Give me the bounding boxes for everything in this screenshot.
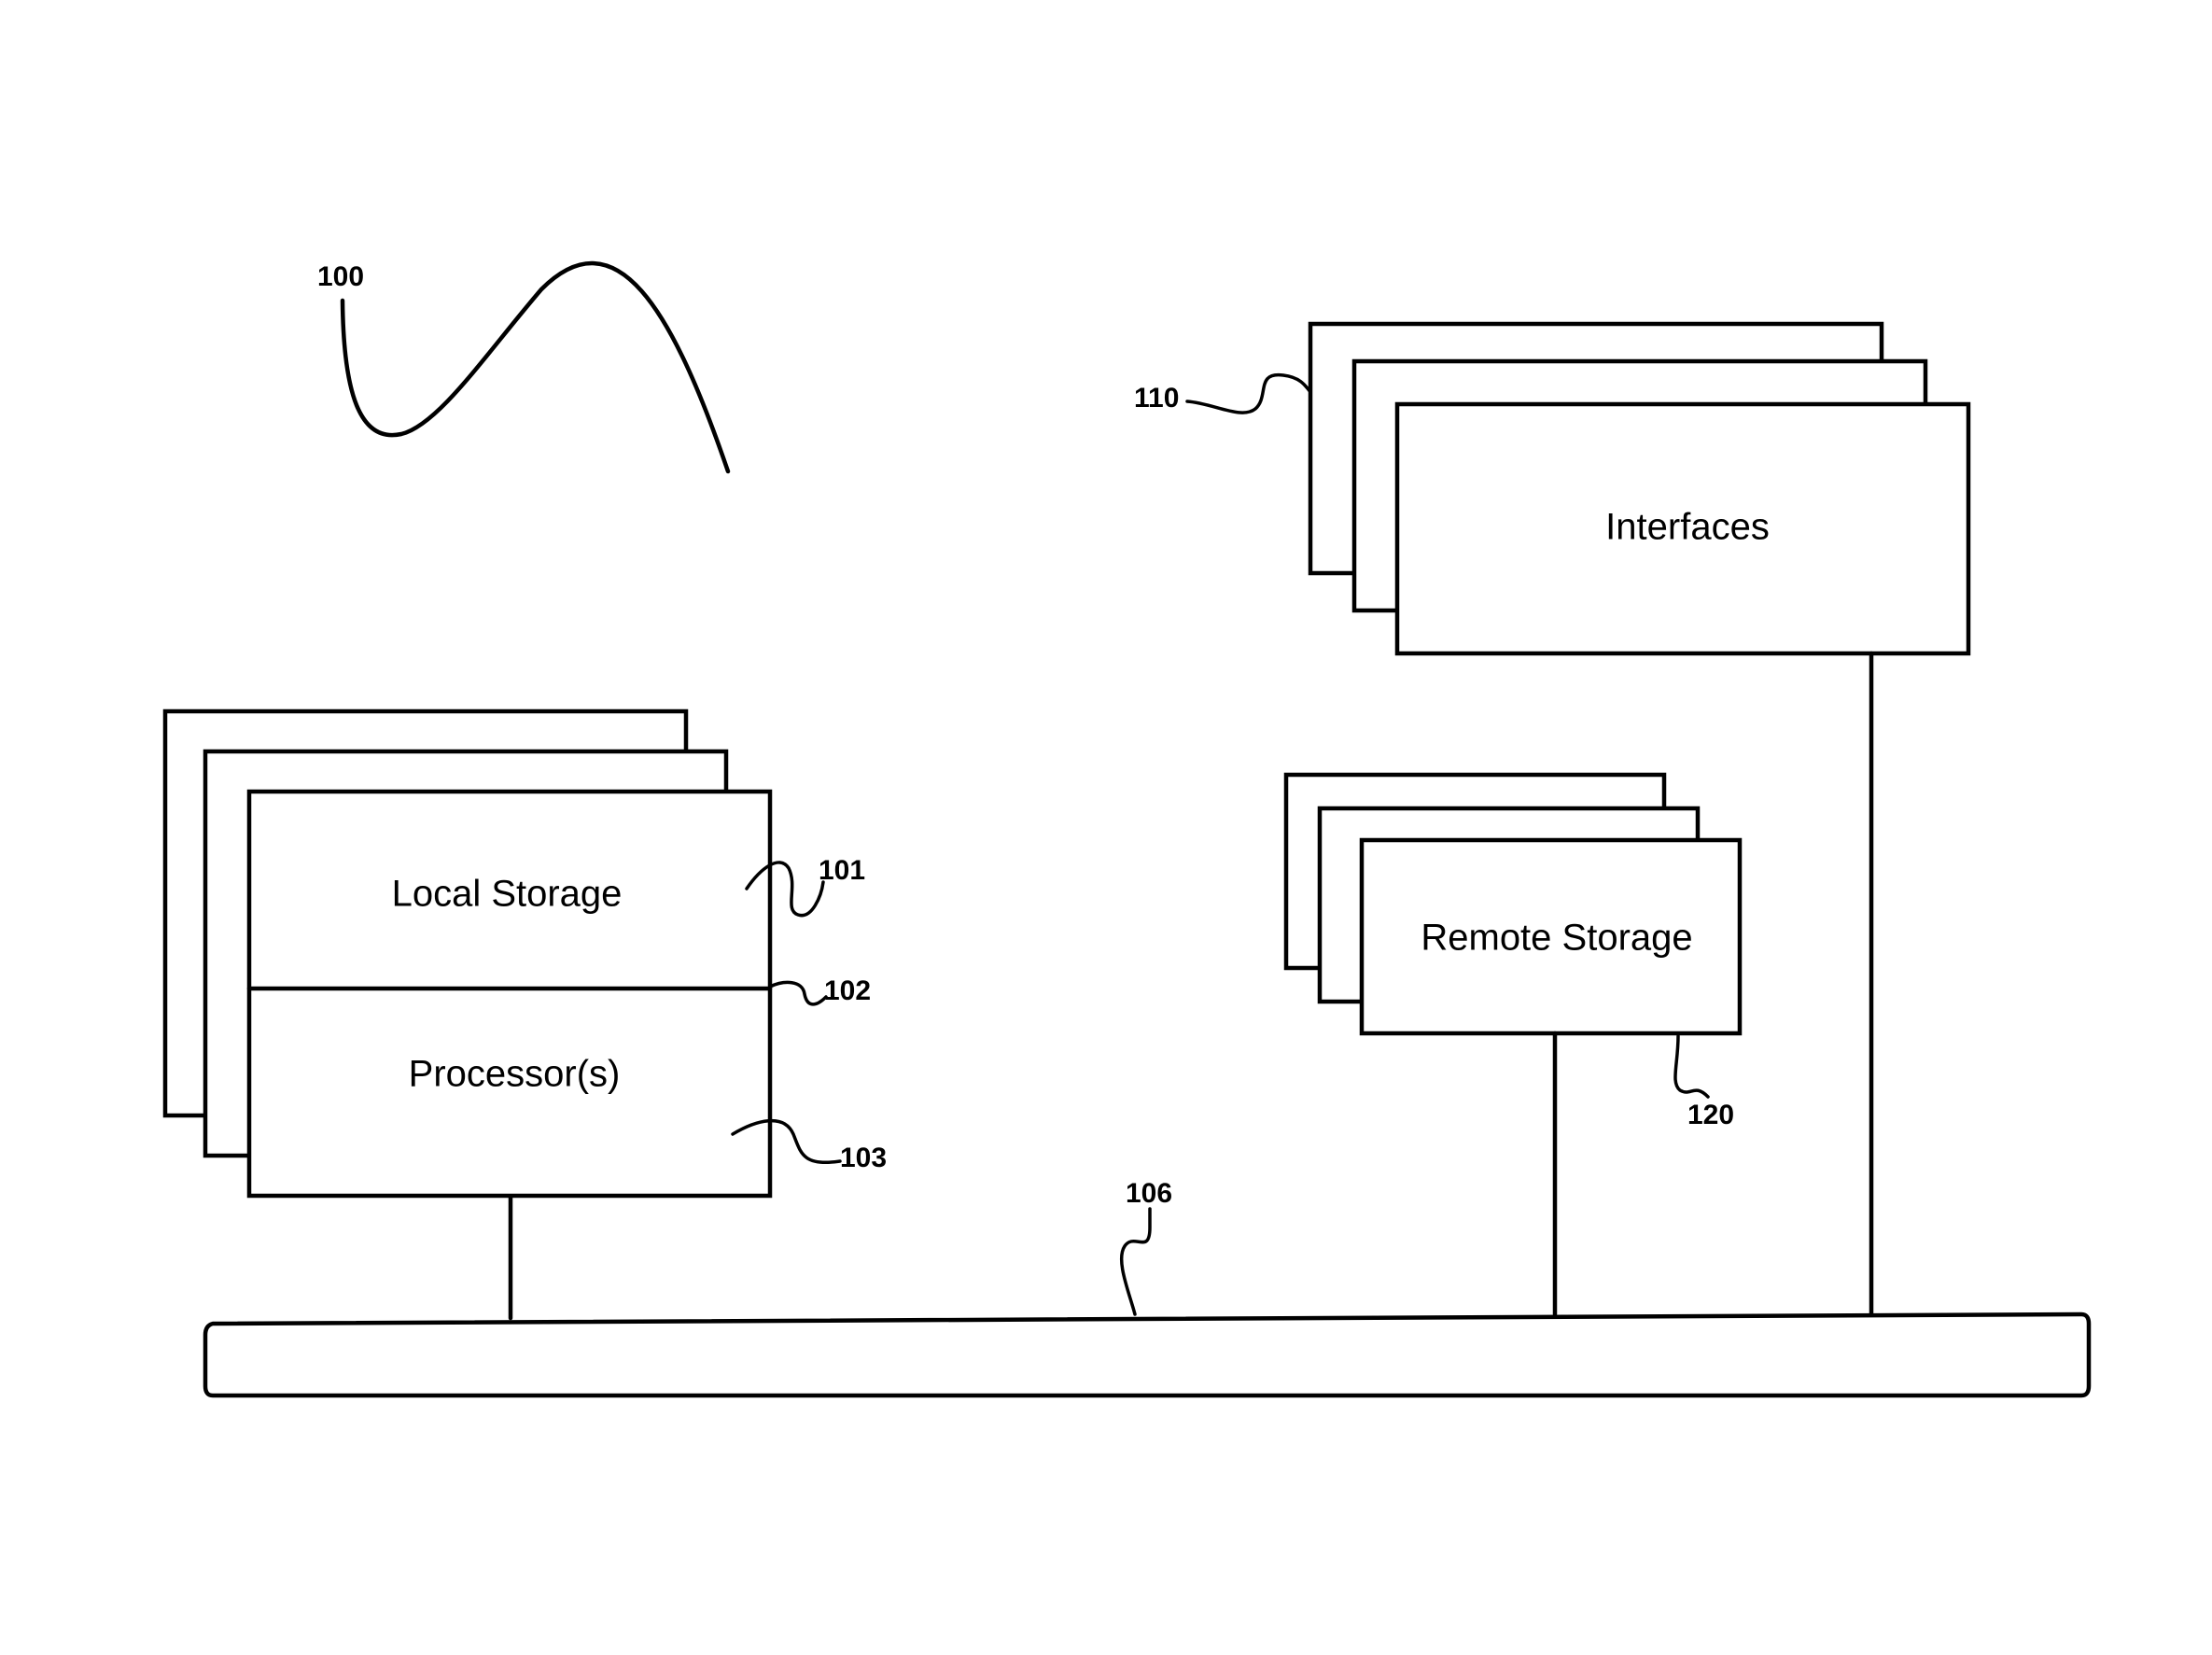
ref-106: 106 — [1126, 1178, 1172, 1209]
local-storage-label: Local Storage — [392, 874, 623, 915]
ref-106-leader — [1122, 1209, 1150, 1314]
interfaces-stack: Interfaces — [1310, 324, 1968, 653]
interfaces-label: Interfaces — [1605, 507, 1770, 548]
ref-110: 110 — [1134, 383, 1179, 414]
ref-102-leader — [770, 982, 826, 1003]
remote-storage-stack: Remote Storage — [1286, 775, 1740, 1033]
system-curve — [343, 263, 728, 471]
ref-100: 100 — [317, 261, 364, 292]
ref-110-leader — [1187, 375, 1310, 413]
processors-label: Processor(s) — [409, 1054, 621, 1095]
compute-stack: Local Storage Processor(s) — [165, 711, 770, 1196]
ref-120-leader — [1675, 1036, 1708, 1097]
remote-storage-label: Remote Storage — [1421, 918, 1692, 959]
ref-102: 102 — [824, 975, 871, 1006]
ref-103: 103 — [840, 1143, 887, 1173]
bus — [205, 1314, 2089, 1396]
ref-101: 101 — [819, 855, 865, 886]
compute-box — [249, 792, 770, 1196]
ref-120: 120 — [1687, 1100, 1734, 1130]
